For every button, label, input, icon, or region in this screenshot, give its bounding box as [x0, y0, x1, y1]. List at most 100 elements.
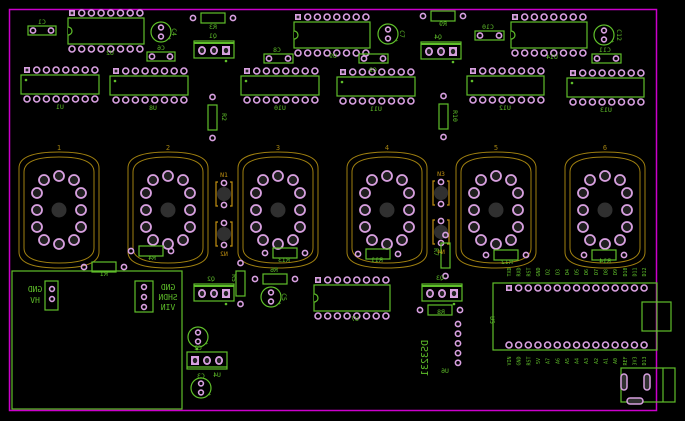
resistor-label: R5 [230, 274, 238, 282]
capacitor-C10 [474, 30, 505, 41]
pad [197, 389, 205, 396]
pad-hole [245, 69, 249, 73]
tube-label: 4 [385, 144, 389, 152]
pad [301, 96, 310, 104]
pad [42, 95, 51, 103]
pad [394, 250, 402, 258]
pad [251, 275, 259, 283]
pad [543, 341, 552, 349]
tube-pin [38, 174, 50, 186]
arduino-pin-label: D4 [565, 269, 571, 275]
pad [97, 45, 105, 53]
tube-pin [38, 234, 50, 246]
resistor-R3 [200, 12, 226, 24]
pad [607, 98, 616, 106]
pad [220, 179, 228, 187]
ic-label: U12 [499, 104, 511, 112]
pad-hole [192, 357, 198, 364]
cap-label: C3 [197, 372, 205, 380]
pad [617, 69, 626, 77]
ic-label: U8 [149, 104, 157, 112]
tube-pin [512, 221, 524, 233]
tube-pin [140, 221, 152, 233]
tube-inner-outline [23, 156, 95, 264]
tube-pin [396, 234, 408, 246]
pad [291, 275, 299, 283]
resistor-body [272, 247, 298, 259]
resistor-body [200, 12, 226, 24]
ic-label: U2 [106, 49, 114, 57]
tube-pin [294, 221, 306, 233]
pin1-marker [470, 79, 474, 83]
tube-pin [162, 238, 174, 250]
pad [476, 32, 484, 39]
tube-pin [257, 234, 269, 246]
arduino-pin-label: D11 [632, 267, 638, 276]
pad [48, 295, 56, 303]
nixie-tube-1 [18, 151, 100, 269]
tube-outer-outline [564, 151, 646, 269]
pad [559, 13, 568, 21]
pad [323, 312, 332, 320]
pad [454, 359, 462, 367]
tube-center [488, 202, 504, 218]
cap-outline [260, 286, 282, 308]
ic-notch [313, 293, 319, 303]
ic-U8 [109, 75, 189, 96]
ic-label: U11 [370, 105, 382, 113]
ic-body [313, 284, 391, 312]
resistor-body [438, 103, 449, 130]
ic-U9 [293, 21, 371, 49]
pad [478, 96, 487, 104]
arduino-pin-label: D10 [623, 267, 629, 276]
pad-hole [199, 47, 205, 54]
tube-pin [366, 234, 378, 246]
nixie-tube-3 [237, 151, 319, 269]
tube-outer-outline [455, 151, 537, 269]
pad [582, 341, 591, 349]
tube-pin [287, 234, 299, 246]
arduino-pin-label: D7 [594, 269, 600, 275]
resistor-label: R7 [432, 248, 440, 256]
pad [140, 283, 148, 291]
pad [527, 67, 536, 75]
pad [469, 96, 477, 104]
pad [495, 32, 503, 39]
pad [170, 67, 178, 75]
ic-body [336, 76, 416, 97]
pad [482, 251, 490, 259]
pad [77, 45, 86, 53]
cap-label: C4 [170, 28, 178, 36]
ic-label: U9 [329, 52, 337, 60]
pad [332, 49, 341, 57]
parts-layer: ++++++ [11, 9, 676, 410]
pad [148, 53, 156, 60]
pad [578, 98, 587, 106]
polarity-mark: + [395, 38, 398, 44]
pad [131, 96, 140, 104]
tube-pin [359, 187, 371, 199]
pad [537, 96, 545, 104]
pad [291, 96, 300, 104]
cap-body [27, 25, 57, 36]
cap-label: C7 [398, 30, 406, 38]
pad [372, 276, 381, 284]
tube-pin [147, 174, 159, 186]
pad [416, 306, 424, 314]
neon-body [217, 187, 231, 201]
transistor-label: Q2 [207, 275, 215, 283]
pad [517, 67, 526, 75]
tube-pin [272, 170, 284, 182]
ic-notch [293, 30, 299, 40]
pad-hole [211, 47, 217, 54]
pad [505, 341, 513, 349]
hv-input-header [134, 280, 154, 313]
pad [140, 303, 148, 311]
pad-hole [471, 69, 475, 73]
ic-U1 [20, 74, 100, 95]
arduino-pin-label: VIN [507, 356, 513, 365]
tube-pin [31, 187, 43, 199]
pad [578, 69, 587, 77]
pad [488, 96, 497, 104]
pad [314, 312, 322, 320]
